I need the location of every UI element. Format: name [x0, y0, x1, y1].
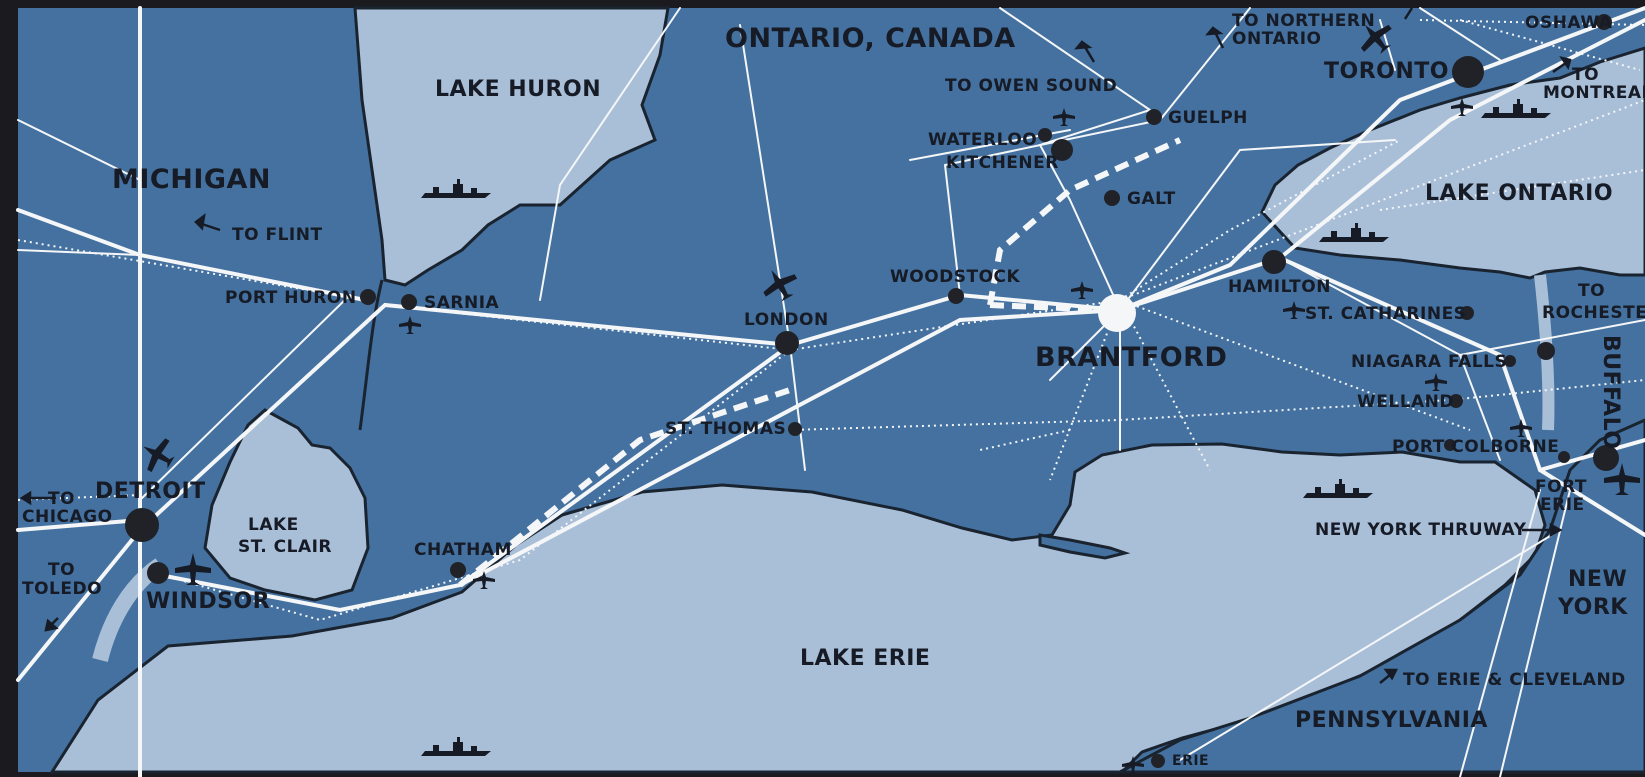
- erie-label: ERIE: [1172, 753, 1209, 769]
- city-markers: [125, 14, 1619, 768]
- to-rochester-label-1: TO: [1578, 281, 1605, 301]
- to-montreal-label-1: TO: [1572, 65, 1599, 85]
- guelph-marker: [1146, 109, 1162, 125]
- port-huron-label: PORT HURON: [225, 288, 357, 308]
- new-york-label-1: NEW: [1568, 567, 1627, 592]
- kitchener-label: KITCHENER: [946, 153, 1059, 173]
- arrow-icon: [19, 7, 1572, 684]
- erie-marker: [1151, 754, 1165, 768]
- lake-huron-label: LAKE HURON: [435, 77, 601, 102]
- st-thomas-label: ST. THOMAS: [665, 419, 786, 439]
- to-toledo-label-2: TOLEDO: [22, 579, 102, 599]
- port-huron-marker: [360, 289, 376, 305]
- to-rochester-label-2: ROCHESTER: [1542, 303, 1645, 323]
- sarnia-label: SARNIA: [424, 293, 500, 313]
- brantford-label: BRANTFORD: [1035, 342, 1227, 373]
- lake-st-clair-label-1: LAKE: [248, 515, 299, 535]
- toronto-label: TORONTO: [1324, 59, 1449, 84]
- hamilton-marker: [1262, 250, 1286, 274]
- to-owen-sound-label: TO OWEN SOUND: [945, 76, 1117, 96]
- st-catharines-label: ST. CATHARINES: [1305, 304, 1466, 324]
- welland-marker: [1449, 394, 1463, 408]
- woodstock-marker: [948, 288, 964, 304]
- fort-erie-label-1: FORT: [1535, 477, 1587, 497]
- lake-ontario: [1260, 46, 1645, 280]
- detroit-marker: [125, 508, 159, 542]
- pennsylvania-label: PENNSYLVANIA: [1295, 708, 1488, 733]
- hamilton-label: HAMILTON: [1228, 277, 1331, 297]
- featured-route-brantford: [989, 302, 1111, 313]
- to-chicago-label-2: CHICAGO: [22, 507, 113, 527]
- chatham-label: CHATHAM: [414, 540, 512, 560]
- london-label: LONDON: [744, 310, 829, 330]
- lake-erie-label: LAKE ERIE: [800, 646, 930, 671]
- brantford-marker: [1098, 294, 1136, 332]
- toronto-marker: [1452, 56, 1484, 88]
- niagara-falls-marker: [1504, 355, 1516, 367]
- port-colborne-marker: [1444, 439, 1456, 451]
- map-labels: ONTARIO, CANADA LAKE HURON LAKE ONTARIO …: [22, 11, 1645, 769]
- fort-erie-marker: [1558, 451, 1570, 463]
- oshawa-label: OSHAWA: [1525, 13, 1613, 33]
- windsor-marker: [147, 562, 169, 584]
- to-montreal-label-2: MONTREAL: [1543, 83, 1645, 103]
- lake-st-clair: [203, 408, 370, 602]
- london-marker: [775, 331, 799, 355]
- st-clair-river: [358, 279, 384, 431]
- oshawa-marker: [1596, 14, 1612, 30]
- guelph-label: GUELPH: [1168, 108, 1248, 128]
- to-flint-label: TO FLINT: [232, 225, 323, 245]
- featured-route-north: [987, 137, 1182, 306]
- pennsylvania-land: [1119, 418, 1645, 774]
- to-chicago-label-1: TO: [48, 489, 75, 509]
- to-northern-label-1: TO NORTHERN: [1232, 11, 1375, 31]
- port-colborne-label: PORT COLBORNE: [1392, 437, 1559, 457]
- chatham-marker: [450, 562, 466, 578]
- galt-marker: [1104, 190, 1120, 206]
- secondary-roads: [17, 7, 1645, 777]
- region-title: ONTARIO, CANADA: [725, 23, 1016, 54]
- kitchener-marker: [1051, 139, 1073, 161]
- sarnia-marker: [401, 294, 417, 310]
- to-northern-label-2: ONTARIO: [1232, 29, 1321, 49]
- waterloo-label: WATERLOO: [928, 130, 1037, 150]
- long-point: [1038, 533, 1131, 560]
- st-catharines-marker: [1460, 306, 1474, 320]
- welland-label: WELLAND: [1357, 392, 1454, 412]
- featured-route: [458, 387, 791, 588]
- rochester-marker: [1537, 342, 1555, 360]
- niagara-falls-label: NIAGARA FALLS: [1351, 352, 1507, 372]
- st-thomas-marker: [788, 422, 802, 436]
- windsor-label: WINDSOR: [146, 589, 270, 614]
- ny-thruway-label: NEW YORK THRUWAY: [1315, 520, 1527, 540]
- buffalo-marker: [1593, 445, 1619, 471]
- lake-ontario-label: LAKE ONTARIO: [1425, 181, 1613, 206]
- michigan-label: MICHIGAN: [112, 164, 271, 195]
- new-york-label-2: YORK: [1557, 595, 1628, 620]
- waterloo-marker: [1038, 128, 1052, 142]
- to-toledo-label-1: TO: [48, 560, 75, 580]
- galt-label: GALT: [1127, 189, 1176, 209]
- lake-st-clair-label-2: ST. CLAIR: [238, 537, 332, 557]
- fort-erie-label-2: ERIE: [1540, 495, 1585, 515]
- buffalo-label: BUFFALO: [1598, 335, 1623, 450]
- woodstock-label: WOODSTOCK: [890, 267, 1021, 287]
- detroit-label: DETROIT: [95, 479, 206, 504]
- to-erie-cleveland-label: TO ERIE & CLEVELAND: [1403, 670, 1626, 690]
- lake-huron: [353, 6, 670, 287]
